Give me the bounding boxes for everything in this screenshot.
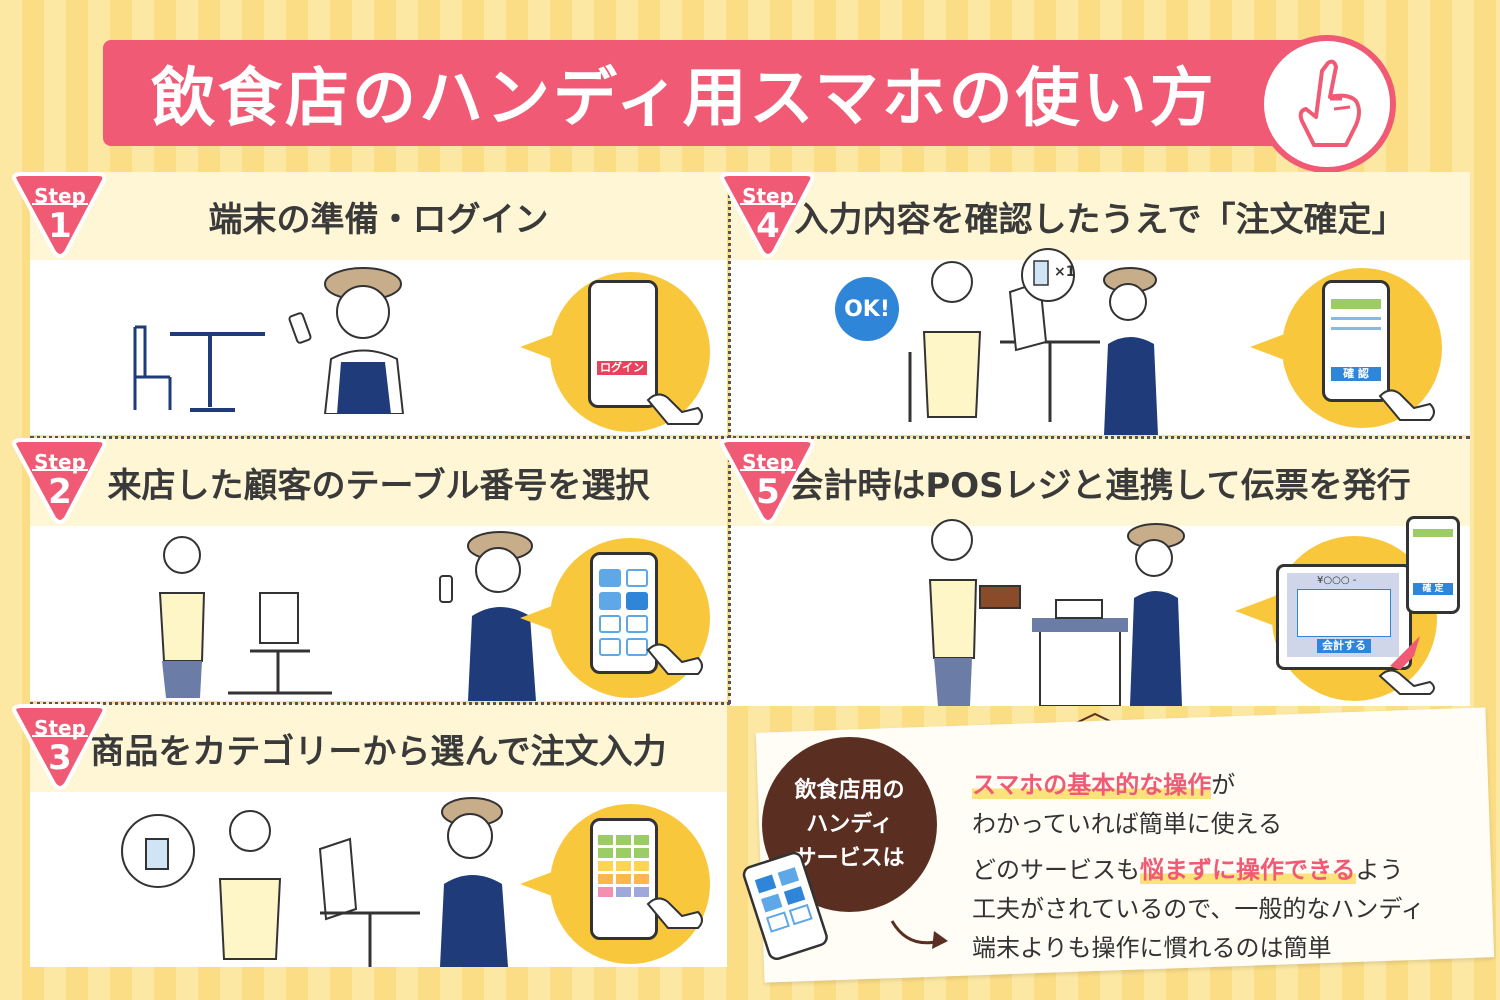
row-divider (30, 436, 1470, 439)
checkout-scene-illustration (928, 519, 1185, 706)
page-title: 飲食店のハンディ用スマホの使い方 (151, 62, 1217, 136)
step-1-phone-circle: ログイン (550, 272, 710, 432)
step-1-header: 端末の準備・ログイン (30, 172, 727, 260)
step-4-title: 入力内容を確認したうえで「注文確定」 (794, 199, 1406, 240)
step-3-badge: Step 3 (10, 704, 110, 792)
phone-grid-icon (742, 851, 828, 960)
tapping-hand-icon (646, 643, 703, 675)
step-label: Step (34, 716, 86, 740)
step-2-title: 来店した顧客のテーブル番号を選択 (107, 465, 650, 506)
ok-speech-bubble: OK! (835, 277, 899, 341)
pointing-hand-icon (1258, 35, 1396, 173)
handy-phone: 確 定 (1406, 516, 1460, 614)
note-text: わかっていれば簡単に使える (972, 810, 1283, 838)
step-3-phone-circle (550, 804, 710, 964)
phone-confirm-button[interactable]: 確 定 (1413, 583, 1453, 595)
step-1-badge: Step 1 (10, 172, 110, 260)
login-button[interactable]: ログイン (597, 361, 647, 375)
step-label: Step (34, 184, 86, 208)
price-label: ¥○○○ - (1317, 575, 1357, 586)
step-2-header: 来店した顧客のテーブル番号を選択 (30, 438, 727, 526)
note-text: よう (1355, 856, 1404, 884)
note-paragraph-2: どのサービスも悩まずに操作できるよう 工夫がされているので、一般的なハンディ 端… (972, 850, 1425, 963)
phone-screen: 確 認 (1322, 280, 1390, 402)
row-divider (30, 702, 730, 705)
step-2-phone-circle (550, 538, 710, 698)
step-5-circle: ¥○○○ - 会計する (1272, 536, 1437, 701)
step-3-title: 商品をカテゴリーから選んで注文入力 (90, 731, 667, 772)
step-4-phone-circle: 確 認 (1282, 268, 1442, 428)
step-5-title: 会計時はPOSレジと連携して伝票を発行 (789, 465, 1411, 506)
step-number: 2 (48, 472, 72, 512)
tapping-hand-icon (646, 393, 703, 425)
phone-screen (590, 552, 658, 674)
triangle-badge-shape (719, 438, 815, 524)
note-circle-line: 飲食店用の (794, 777, 905, 803)
step-label: Step (742, 184, 794, 208)
triangle-badge-shape (11, 438, 107, 524)
step-4-panel: 入力内容を確認したうえで「注文確定」 OK! ×1 確 認 (730, 172, 1470, 435)
step-2-badge: Step 2 (10, 438, 110, 526)
tapping-hand-icon (646, 897, 703, 929)
phone-screen (590, 818, 658, 940)
highlight-text: 悩まずに操作できる (1140, 856, 1356, 884)
highlight-text: スマホの基本的な操作 (972, 771, 1212, 799)
note-circle-line: サービスは (794, 845, 905, 871)
title-banner: 飲食店のハンディ用スマホの使い方 (103, 40, 1318, 146)
step-label: Step (742, 450, 794, 474)
triangle-badge-shape (11, 172, 107, 258)
note-paragraph-1: スマホの基本的な操作が わかっていれば簡単に使える (972, 765, 1282, 839)
customer-table-illustration (158, 536, 332, 698)
tapping-hand-icon (1378, 389, 1435, 421)
quantity-label: ×1 (1054, 264, 1076, 280)
step-number: 4 (756, 206, 780, 246)
checkout-button[interactable]: 会計する (1317, 639, 1371, 653)
pos-tablet: ¥○○○ - 会計する (1276, 564, 1412, 670)
tapping-hand-icon (1378, 636, 1435, 695)
phone-screen: ログイン (588, 280, 658, 408)
triangle-badge-shape (11, 704, 107, 790)
table-number-grid (599, 569, 648, 656)
waiter-illustration (440, 797, 508, 967)
speech-tail (1235, 596, 1275, 626)
step-4-header: 入力内容を確認したうえで「注文確定」 (730, 172, 1470, 260)
note-circle-line: ハンディ (806, 811, 893, 837)
note-text: どのサービスも (972, 856, 1140, 884)
step-3-header: 商品をカテゴリーから選んで注文入力 (30, 704, 727, 792)
step-3-panel: 商品をカテゴリーから選んで注文入力 (30, 704, 727, 967)
confirm-button[interactable]: 確 認 (1331, 367, 1381, 381)
step-2-panel: 来店した顧客のテーブル番号を選択 (30, 438, 727, 701)
table-chair-icon (133, 325, 265, 412)
ordering-scene-illustration (121, 810, 420, 967)
step-label: Step (34, 450, 86, 474)
step-5-badge: Step 5 (718, 438, 818, 526)
step-1-title: 端末の準備・ログイン (208, 199, 549, 240)
step-number: 3 (48, 738, 72, 778)
step-number: 5 (756, 472, 780, 512)
drink-bubble-icon (1021, 248, 1075, 302)
speech-tail (1250, 332, 1290, 362)
menu-item-grid (598, 835, 649, 897)
waiter-illustration (288, 267, 405, 414)
waiter-illustration (439, 531, 536, 701)
step-number: 1 (48, 206, 72, 246)
note-text: 端末よりも操作に慣れるのは簡単 (972, 934, 1332, 962)
step-5-panel: 会計時はPOSレジと連携して伝票を発行 ¥○○○ - 会計する 確 定 (730, 438, 1470, 706)
tablet-screen: ¥○○○ - 会計する (1287, 573, 1399, 657)
step-1-panel: 端末の準備・ログイン ログイン (30, 172, 727, 435)
step-4-badge: Step 4 (718, 172, 818, 260)
curved-arrow-icon (890, 920, 948, 949)
triangle-badge-shape (719, 172, 815, 258)
note-text: 工夫がされているので、一般的なハンディ (972, 895, 1425, 923)
step-5-header: 会計時はPOSレジと連携して伝票を発行 (730, 438, 1470, 526)
note-text: が (1211, 771, 1236, 799)
